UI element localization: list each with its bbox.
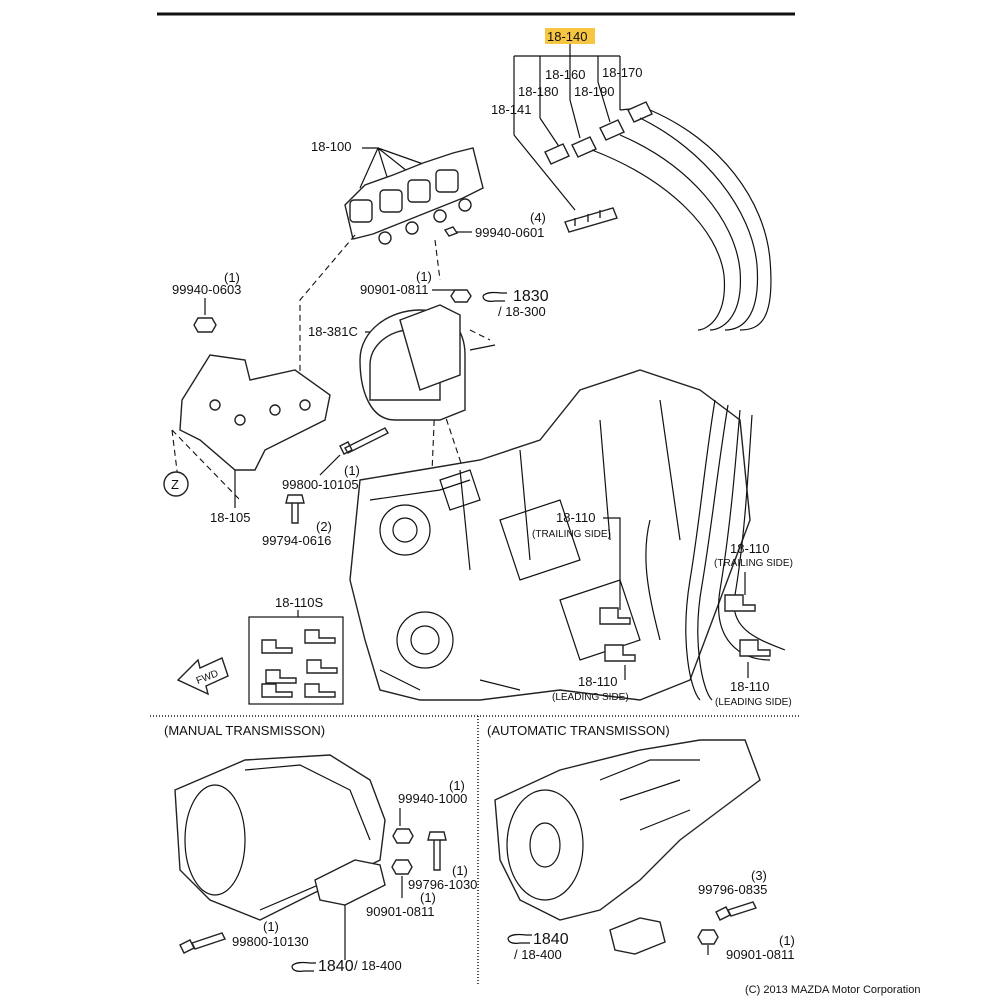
qty-1-99800-10105: (1) xyxy=(344,463,360,478)
bolt-99800-10130 xyxy=(179,932,226,954)
label-18-140[interactable]: 18-140 xyxy=(547,29,587,44)
qty-2-99794-0616: (2) xyxy=(316,519,332,534)
label-highlight xyxy=(545,28,595,44)
manual-transmission-section: (MANUAL TRANSMISSON) (1) 99940-1000 (1) … xyxy=(164,723,477,975)
hand-pointer-icon-mt xyxy=(291,961,316,972)
label-99800-10105[interactable]: 99800-10105 xyxy=(282,477,359,492)
label-99940-0601[interactable]: 99940-0601 xyxy=(475,225,544,240)
bolt-99796-1030 xyxy=(427,831,447,871)
qty-1-90901-0811: (1) xyxy=(416,269,432,284)
nut-90901-0811-at xyxy=(697,929,719,945)
label-18-110-leading-b[interactable]: 18-110 xyxy=(730,679,770,694)
qty-1-99800-10130: (1) xyxy=(263,919,279,934)
trailing-side-b: (TRAILING SIDE) xyxy=(714,558,793,569)
qty-4: (4) xyxy=(530,210,546,225)
label-90901-0811-mt[interactable]: 90901-0811 xyxy=(366,904,434,919)
wire-bundle xyxy=(591,109,772,331)
label-18-141[interactable]: 18-141 xyxy=(491,102,531,117)
qty-1-99940-1000: (1) xyxy=(449,778,465,793)
label-18-100[interactable]: 18-100 xyxy=(311,139,351,154)
label-90901-0811-at[interactable]: 90901-0811 xyxy=(726,947,794,962)
alternator-group: 18-381C xyxy=(308,304,496,421)
automatic-transmission-section: (AUTOMATIC TRANSMISSON) (3) 99796-0835 (… xyxy=(487,723,795,962)
label-1840-mt[interactable]: 1840 xyxy=(318,958,354,975)
label-18-300[interactable]: / 18-300 xyxy=(498,304,546,319)
label-99940-0603[interactable]: 99940-0603 xyxy=(172,282,241,297)
nut-99940-1000 xyxy=(392,828,414,844)
bracket-18-105: 18-105 xyxy=(179,354,331,525)
coil-pack xyxy=(344,147,484,245)
label-18-110-leading-a[interactable]: 18-110 xyxy=(578,674,618,689)
label-18-110s[interactable]: 18-110S xyxy=(275,595,324,610)
spark-plug-set xyxy=(261,629,338,698)
qty-3-99796-0835: (3) xyxy=(751,868,767,883)
label-18-400-mt[interactable]: / 18-400 xyxy=(354,958,402,973)
trailing-side-a: (TRAILING SIDE) xyxy=(532,529,611,540)
wire-boots xyxy=(544,101,653,165)
wire-set-group: 18-140 18-160 18-170 18-180 18-190 18-14… xyxy=(491,28,772,331)
label-90901-0811[interactable]: 90901-0811 xyxy=(360,282,428,297)
ignition-coils-group: 18-100 99940-0601 (4) xyxy=(311,139,546,245)
label-99796-1030[interactable]: 99796-1030 xyxy=(408,877,477,892)
automatic-header: (AUTOMATIC TRANSMISSON) xyxy=(487,723,670,738)
qty-1-90901-0811-at: (1) xyxy=(779,933,795,948)
fwd-arrow-icon: FWD xyxy=(176,657,229,696)
label-18-110-trailing-b[interactable]: 18-110 xyxy=(730,541,770,556)
qty-1-99940-0603: (1) xyxy=(224,270,240,285)
ref-1830: 1830 / 18-300 xyxy=(482,288,549,319)
nut-90901-0811 xyxy=(450,289,472,303)
engine-block xyxy=(349,369,751,701)
label-18-105[interactable]: 18-105 xyxy=(210,510,250,525)
qty-1-99796-1030: (1) xyxy=(452,863,468,878)
qty-1-90901-0811-mt: (1) xyxy=(420,890,436,905)
engine-spark-plugs xyxy=(599,594,771,662)
leading-side-b: (LEADING SIDE) xyxy=(715,697,792,708)
spark-plug-set-box: 18-110S xyxy=(248,595,344,705)
label-99794-0616[interactable]: 99794-0616 xyxy=(262,533,331,548)
wire-clip xyxy=(564,207,618,233)
leading-side-a: (LEADING SIDE) xyxy=(552,692,629,703)
label-99940-1000[interactable]: 99940-1000 xyxy=(398,791,467,806)
label-18-110-trailing-a[interactable]: 18-110 xyxy=(556,510,596,525)
nut-90901-0811-mt xyxy=(391,859,413,875)
copyright: (C) 2013 MAZDA Motor Corporation xyxy=(745,984,920,996)
label-99800-10130[interactable]: 99800-10130 xyxy=(232,934,309,949)
label-18-160[interactable]: 18-160 xyxy=(545,67,585,82)
label-18-170[interactable]: 18-170 xyxy=(602,65,642,80)
z-marker-left xyxy=(163,471,189,497)
bolt-99794-0616 xyxy=(285,494,305,524)
bolt-99796-0835 xyxy=(715,901,757,921)
label-1830[interactable]: 1830 xyxy=(513,288,549,305)
manual-header: (MANUAL TRANSMISSON) xyxy=(164,723,325,738)
hand-pointer-icon-at xyxy=(507,933,532,944)
label-18-180[interactable]: 18-180 xyxy=(518,84,558,99)
label-18-400-at[interactable]: / 18-400 xyxy=(514,947,562,962)
label-18-190[interactable]: 18-190 xyxy=(574,84,614,99)
nut-99940-0603 xyxy=(193,317,217,333)
label-99796-0835[interactable]: 99796-0835 xyxy=(698,882,767,897)
label-18-381c[interactable]: 18-381C xyxy=(308,324,358,339)
label-1840-at[interactable]: 1840 xyxy=(533,931,569,948)
bolt-99800-10105 xyxy=(339,427,389,455)
hand-pointer-icon xyxy=(482,291,507,302)
z-label-left: Z xyxy=(171,477,179,492)
